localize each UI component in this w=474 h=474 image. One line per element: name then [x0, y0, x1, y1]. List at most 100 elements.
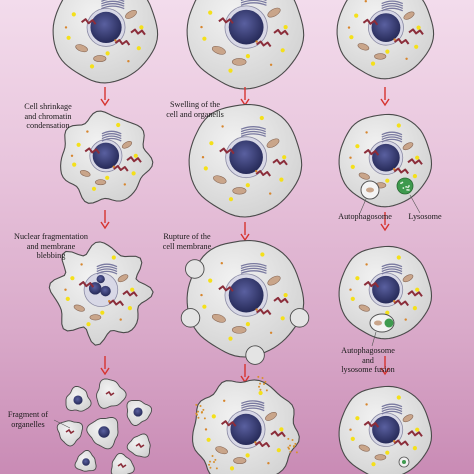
mitochondrion: [403, 11, 415, 20]
mitochondrion: [267, 7, 281, 18]
endoplasmic-reticulum: [81, 18, 97, 25]
endoplasmic-reticulum: [394, 38, 410, 45]
small-granule: [349, 288, 352, 291]
arrow-head: [380, 367, 390, 376]
small-granule: [204, 428, 208, 431]
small-granule: [364, 0, 367, 3]
leaked-content: [292, 445, 295, 448]
small-granule: [393, 300, 396, 303]
granule: [350, 436, 355, 441]
granule: [412, 174, 417, 179]
granule: [396, 395, 401, 400]
mitochondrion: [211, 45, 226, 55]
granule: [76, 142, 81, 147]
lysosome-remnant: [402, 460, 406, 464]
label-autophagosome: Autophagosome: [338, 212, 392, 221]
small-granule: [393, 168, 396, 171]
granule: [245, 183, 250, 188]
apoptotic-body: [110, 452, 135, 474]
nucleus: [372, 415, 400, 444]
arrow-head: [240, 233, 250, 242]
granule: [105, 51, 110, 56]
endoplasmic-reticulum: [254, 441, 271, 448]
leaked-content: [287, 446, 290, 449]
endoplasmic-reticulum: [122, 290, 138, 297]
nucleus: [372, 143, 400, 172]
small-granule: [393, 440, 396, 443]
granule: [415, 287, 420, 292]
small-granule: [80, 263, 83, 266]
mitochondrion: [73, 304, 85, 312]
cell-swelling: [188, 103, 303, 218]
mitochondrion: [121, 141, 133, 149]
leaked-content: [291, 439, 294, 442]
endoplasmic-reticulum: [113, 165, 129, 172]
mitochondrion: [374, 454, 387, 461]
small-granule: [267, 462, 270, 465]
granule: [206, 437, 211, 442]
apoptotic-body: [96, 378, 127, 409]
granule: [228, 336, 233, 341]
granule: [258, 390, 263, 396]
lysosome-enzyme: [406, 188, 409, 191]
leaked-content: [211, 455, 214, 458]
granule: [385, 310, 390, 315]
small-granule: [365, 131, 368, 134]
small-granule: [200, 25, 203, 29]
mitochondrion: [211, 313, 226, 323]
leaked-content: [213, 461, 215, 463]
leaked-content: [195, 412, 198, 415]
endoplasmic-reticulum: [270, 430, 286, 438]
golgi-apparatus: [96, 263, 118, 268]
leaked-content: [199, 405, 202, 408]
granule: [229, 466, 235, 471]
label-fragment-of-organelles: Fragment of organelles: [7, 410, 49, 429]
leaked-content: [259, 382, 262, 385]
organelle-fragment: [135, 442, 145, 449]
label-cell-shrinkage: Cell shrinkage and chromatin condensatio…: [24, 102, 72, 130]
small-granule: [221, 125, 224, 128]
golgi-apparatus: [96, 265, 118, 270]
granule: [228, 197, 234, 202]
leaked-content: [263, 383, 265, 385]
granule: [72, 162, 77, 167]
granule: [136, 46, 141, 51]
pointer-autophagosome: [359, 198, 367, 214]
small-granule: [64, 26, 68, 29]
granule: [245, 453, 250, 458]
golgi-apparatus: [241, 402, 265, 407]
golgi-apparatus: [101, 133, 122, 137]
small-granule: [347, 26, 351, 29]
small-granule: [269, 63, 273, 66]
granule: [279, 427, 284, 432]
granule: [228, 68, 233, 73]
membrane-bleb: [185, 259, 205, 279]
small-granule: [70, 154, 74, 157]
mitochondrion: [402, 142, 414, 151]
mitochondrion: [374, 53, 387, 60]
granule: [130, 287, 135, 292]
mitochondrion: [233, 457, 247, 465]
nucleus-fragment: [82, 458, 90, 466]
leaked-content: [215, 467, 218, 470]
golgi-apparatus: [101, 0, 125, 2]
golgi-apparatus: [381, 403, 403, 408]
endoplasmic-reticulum: [407, 290, 423, 297]
granule: [131, 171, 136, 176]
endoplasmic-reticulum: [272, 158, 288, 166]
granule: [260, 252, 265, 257]
mitochondrion: [402, 414, 414, 423]
granule: [100, 310, 105, 315]
granule: [89, 64, 95, 69]
golgi-apparatus: [381, 263, 403, 268]
granule: [354, 13, 359, 18]
mitochondrion: [215, 446, 228, 455]
mitochondrion: [358, 172, 370, 180]
endoplasmic-reticulum: [407, 430, 423, 437]
small-granule: [365, 403, 368, 406]
granule: [283, 293, 288, 298]
golgi-apparatus: [240, 133, 266, 138]
lysosome: [396, 177, 414, 195]
granule: [371, 462, 376, 467]
arrow-head: [100, 98, 110, 107]
